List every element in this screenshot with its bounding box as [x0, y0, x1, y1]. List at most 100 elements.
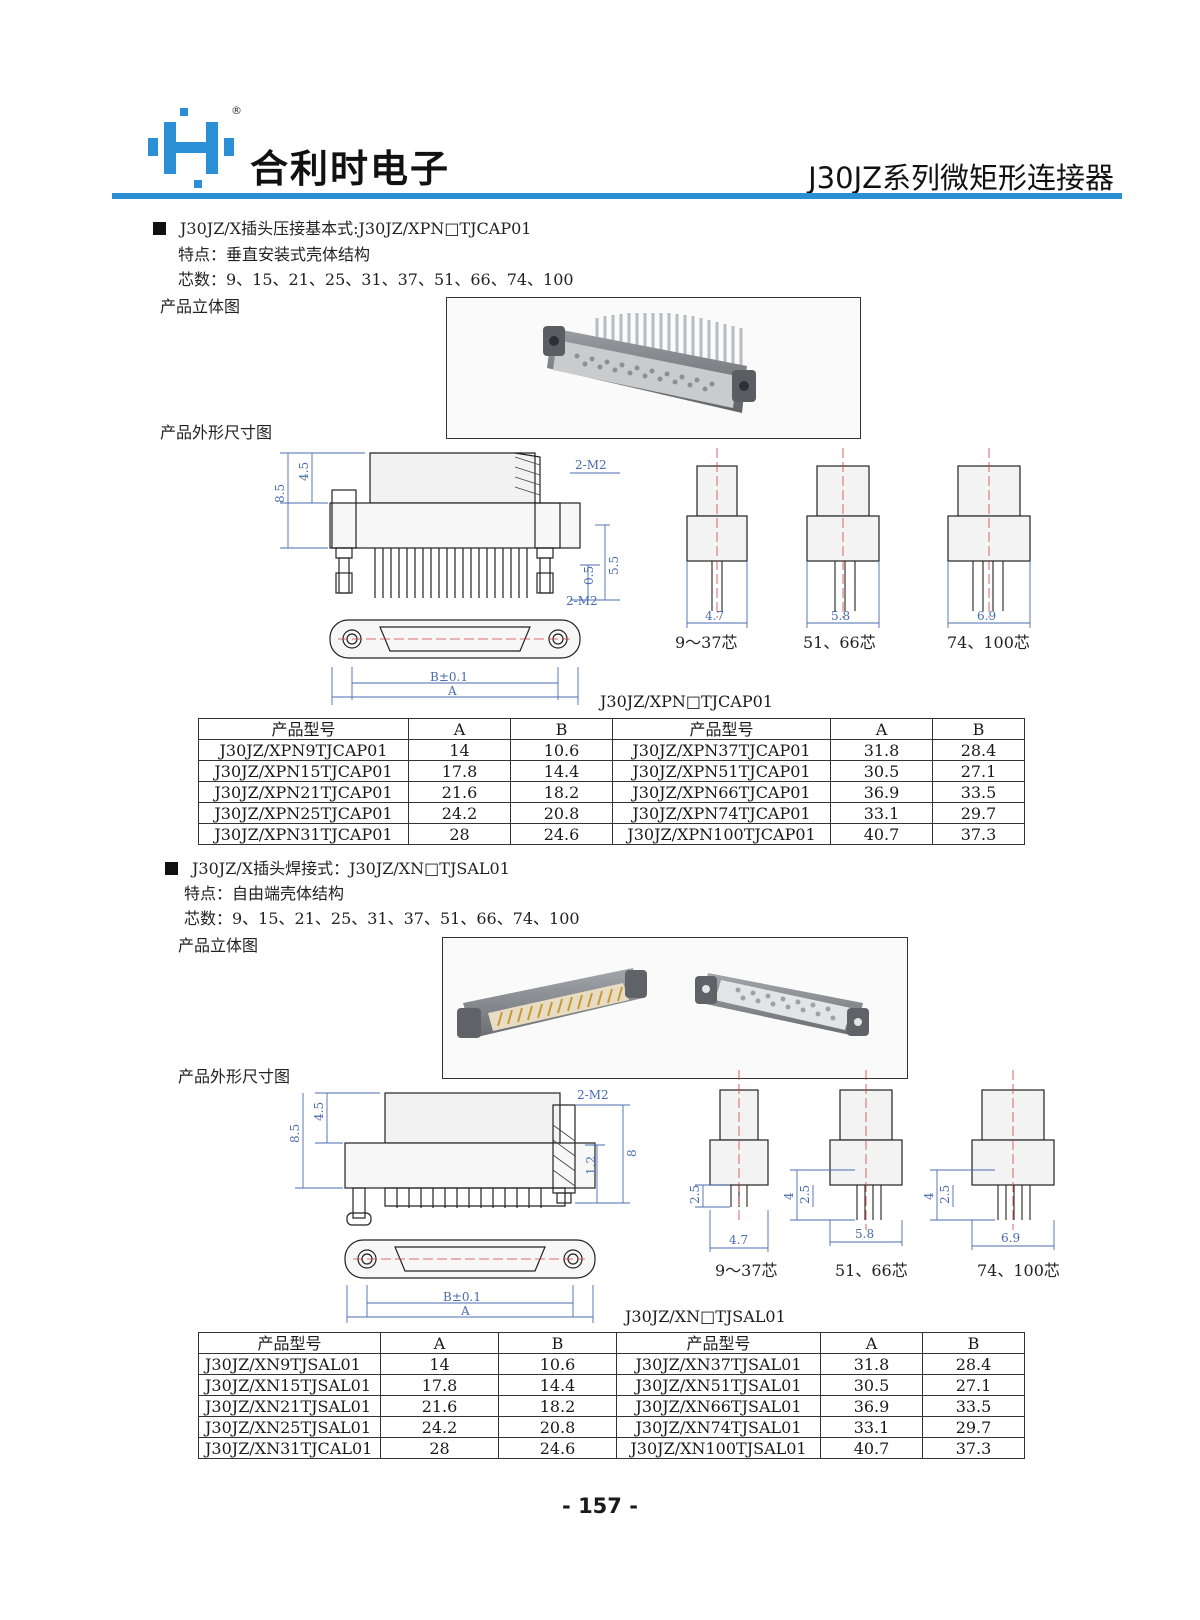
table-cell: 36.9 [830, 781, 933, 803]
dim-2-m2-top: 2-M2 [575, 458, 607, 472]
pin-view-1-h1: 2.5 [688, 1185, 702, 1204]
pin-view-2-label: 51、66芯 [803, 633, 876, 652]
table-cell: 28 [380, 1437, 499, 1459]
table-cell: 18.2 [510, 781, 613, 803]
table-cell: 27.1 [932, 760, 1025, 782]
section1-photo-label: 产品立体图 [160, 297, 241, 316]
table-cell: J30JZ/XPN51TJCAP01 [612, 760, 831, 782]
table-cell: 14 [380, 1353, 499, 1375]
table-cell: J30JZ/XN31TJCAL01 [198, 1437, 381, 1459]
table-cell: 40.7 [830, 823, 933, 845]
dim-b: B±0.1 [430, 670, 468, 684]
pin-view-3-width: 6.9 [977, 609, 996, 623]
table-header: 产品型号 [198, 718, 409, 740]
table-cell: 33.5 [932, 781, 1025, 803]
section1-feature: 特点：垂直安装式壳体结构 [178, 245, 371, 264]
table-cell: 14.4 [498, 1374, 617, 1396]
table-cell: J30JZ/XN9TJSAL01 [198, 1353, 381, 1375]
table-cell: 33.5 [922, 1395, 1025, 1417]
section2-heading-text: J30JZ/X插头焊接式：J30JZ/XN□TJSAL01 [192, 859, 510, 878]
page-header: ® 合利时电子 J30JZ系列微矩形连接器 [112, 100, 1122, 200]
table-cell: 37.3 [932, 823, 1025, 845]
pin-view-3-label: 74、100芯 [977, 1261, 1060, 1280]
series-title: J30JZ系列微矩形连接器 [808, 161, 1114, 195]
table-cell: 10.6 [498, 1353, 617, 1375]
table-cell: 17.8 [408, 760, 511, 782]
section1-spec-table: 产品型号 A B 产品型号 A B J30JZ/XPN9TJCAP01 14 1… [198, 718, 1025, 845]
table-row: J30JZ/XPN31TJCAP01 28 24.6 J30JZ/XPN100T… [198, 823, 1025, 845]
table-row: J30JZ/XPN15TJCAP01 17.8 14.4 J30JZ/XPN51… [198, 760, 1025, 782]
page-number: - 157 - [562, 1494, 638, 1518]
table-cell: 30.5 [830, 760, 933, 782]
table-row: J30JZ/XN9TJSAL01 14 10.6 J30JZ/XN37TJSAL… [198, 1353, 1025, 1375]
table-cell: 24.6 [510, 823, 613, 845]
table-cell: 33.1 [830, 802, 933, 824]
table-cell: 21.6 [408, 781, 511, 803]
table-cell: 14.4 [510, 760, 613, 782]
dim-b: B±0.1 [443, 1290, 481, 1304]
table-cell: J30JZ/XPN74TJCAP01 [612, 802, 831, 824]
table-row: J30JZ/XN15TJSAL01 17.8 14.4 J30JZ/XN51TJ… [198, 1374, 1025, 1396]
header-rule [112, 193, 1122, 199]
table-header: A [380, 1332, 499, 1354]
table-header: 产品型号 [616, 1332, 821, 1354]
table-cell: J30JZ/XPN15TJCAP01 [198, 760, 409, 782]
square-bullet-icon [153, 222, 166, 235]
table-header-row: 产品型号 A B 产品型号 A B [198, 718, 1025, 740]
table-header: B [498, 1332, 617, 1354]
connector-3d-image-pair [457, 968, 869, 1038]
dim-4-5: 4.5 [297, 462, 311, 481]
dim-2-m2-bottom: 2-M2 [566, 594, 598, 608]
section2-cores: 芯数：9、15、21、25、31、37、51、66、74、100 [184, 909, 580, 928]
table-cell: J30JZ/XPN37TJCAP01 [612, 739, 831, 761]
pin-view-2-label: 51、66芯 [835, 1261, 908, 1280]
table-row: J30JZ/XPN21TJCAP01 21.6 18.2 J30JZ/XPN66… [198, 781, 1025, 803]
table-header: A [820, 1332, 923, 1354]
dim-4-5: 4.5 [312, 1102, 326, 1121]
table-cell: J30JZ/XPN66TJCAP01 [612, 781, 831, 803]
table-cell: 28.4 [932, 739, 1025, 761]
table-cell: 24.2 [408, 802, 511, 824]
table-header: B [932, 718, 1025, 740]
table-cell: 29.7 [922, 1416, 1025, 1438]
pin-view-1-label: 9～37芯 [675, 633, 738, 652]
pin-view-1-width: 4.7 [729, 1233, 748, 1247]
table-cell: J30JZ/XN100TJSAL01 [616, 1437, 821, 1459]
section1-heading-text: J30JZ/X插头压接基本式:J30JZ/XPN□TJCAP01 [180, 219, 532, 238]
table-cell: 31.8 [820, 1353, 923, 1375]
pin-view-1-label: 9～37芯 [715, 1261, 778, 1280]
table-header: B [922, 1332, 1025, 1354]
pin-view-3-h1: 2.5 [938, 1185, 952, 1204]
dim-2-m2: 2-M2 [577, 1088, 609, 1102]
table-cell: 33.1 [820, 1416, 923, 1438]
pin-view-3-h2: 4 [922, 1192, 936, 1200]
pin-view-1-width: 4.7 [705, 609, 724, 623]
dim-8-5: 8.5 [273, 484, 287, 503]
table-row: J30JZ/XN21TJSAL01 21.6 18.2 J30JZ/XN66TJ… [198, 1395, 1025, 1417]
table-cell: 31.8 [830, 739, 933, 761]
dim-0-5: 0.5 [582, 566, 596, 585]
table-cell: J30JZ/XN66TJSAL01 [616, 1395, 821, 1417]
table-cell: 37.3 [922, 1437, 1025, 1459]
square-bullet-icon [165, 862, 178, 875]
table-cell: J30JZ/XN37TJSAL01 [616, 1353, 821, 1375]
dim-a: A [460, 1304, 470, 1318]
pin-view-2-h2: 4 [782, 1192, 796, 1200]
section2-heading: J30JZ/X插头焊接式：J30JZ/XN□TJSAL01 [165, 855, 510, 879]
table-header: 产品型号 [612, 718, 831, 740]
table-cell: 30.5 [820, 1374, 923, 1396]
table-cell: 18.2 [498, 1395, 617, 1417]
pin-view-2-width: 5.8 [855, 1227, 874, 1241]
pin-view-3-width: 6.9 [1001, 1231, 1020, 1245]
table-cell: 24.6 [498, 1437, 617, 1459]
brand-name: 合利时电子 [250, 147, 451, 191]
section2-spec-table: 产品型号 A B 产品型号 A B J30JZ/XN9TJSAL01 14 10… [198, 1332, 1025, 1459]
table-cell: J30JZ/XN25TJSAL01 [198, 1416, 381, 1438]
table-cell: 14 [408, 739, 511, 761]
table-cell: 20.8 [510, 802, 613, 824]
dim-8: 8 [625, 1149, 639, 1157]
table-header: B [510, 718, 613, 740]
table-cell: 40.7 [820, 1437, 923, 1459]
dim-5-5: 5.5 [607, 556, 621, 575]
table-row: J30JZ/XN25TJSAL01 24.2 20.8 J30JZ/XN74TJ… [198, 1416, 1025, 1438]
